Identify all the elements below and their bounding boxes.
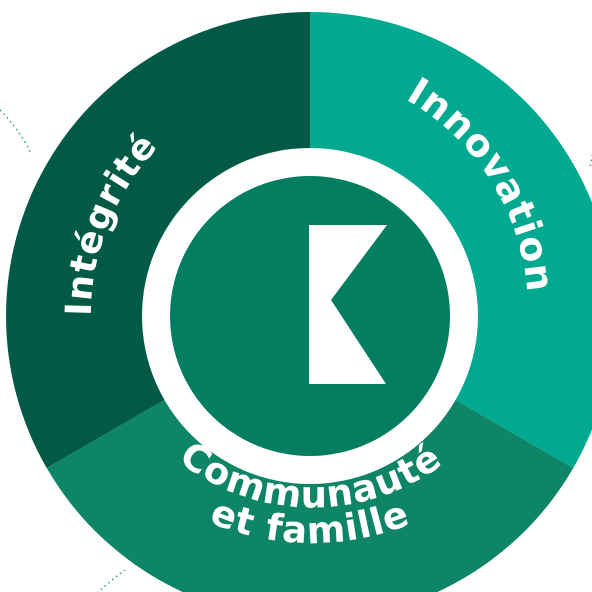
dotted-connector-top-left (0, 109, 31, 153)
dotted-connector-bottom-left (97, 569, 126, 592)
logo-mark-icon (309, 225, 387, 384)
dotted-connector-right (589, 153, 592, 169)
